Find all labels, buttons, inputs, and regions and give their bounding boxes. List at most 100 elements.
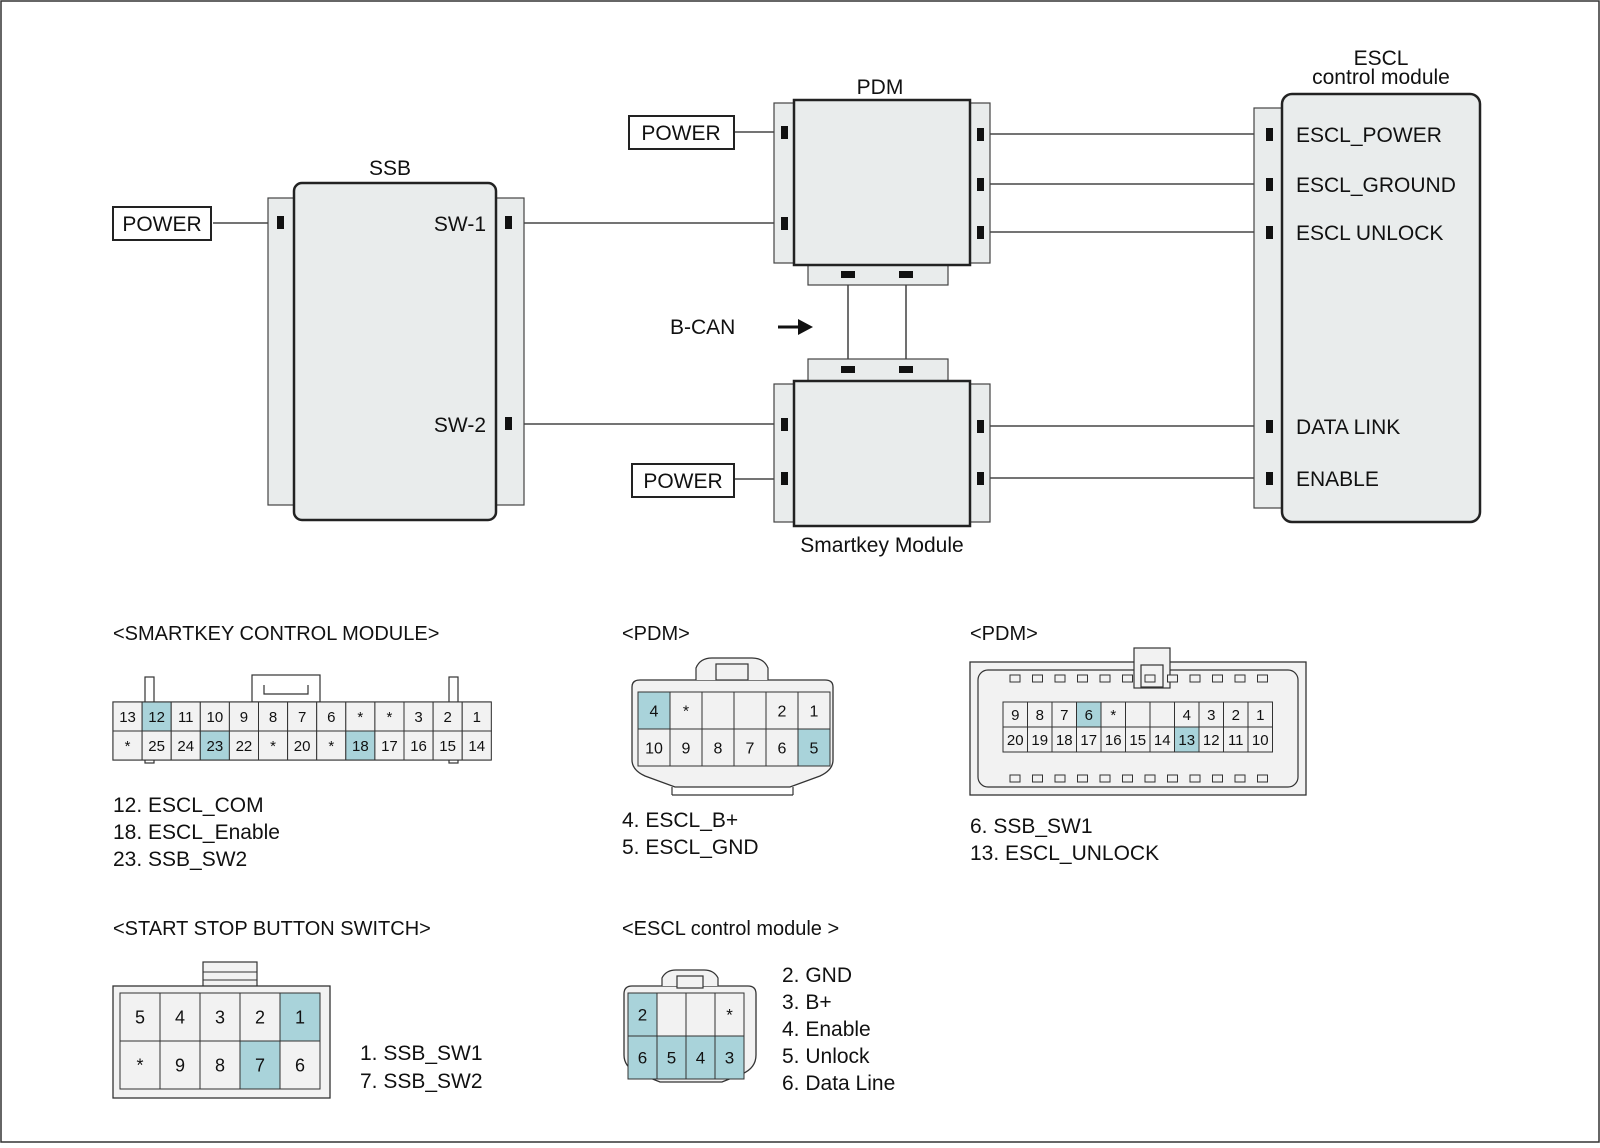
pin-cell (685, 1035, 716, 1080)
pin-cell (765, 728, 799, 767)
ssb-body (292, 181, 498, 522)
escl-pin-unlock (1266, 226, 1273, 239)
pin-cell (1174, 726, 1200, 753)
pin-cell (141, 730, 172, 761)
connector-tooth (1212, 774, 1223, 783)
ssb-pin-sw1 (505, 216, 512, 229)
pin-cell (461, 730, 492, 761)
pin-number: 8 (1036, 707, 1044, 724)
pin-number: 9 (682, 740, 691, 757)
connector-tooth (1054, 674, 1066, 683)
pin-cell (637, 691, 671, 730)
ssb-pin-power (277, 216, 284, 229)
pin-number: 9 (1011, 707, 1019, 724)
ssb-connector-right (493, 197, 525, 506)
escl-connector-left (1253, 107, 1283, 509)
smartkey-title: Smartkey Module (800, 534, 963, 557)
smartkey-power-box (631, 463, 735, 498)
connector-tooth (1144, 674, 1156, 683)
pin-cell (199, 1040, 241, 1090)
escl-label-data-link: DATA LINK (1296, 416, 1400, 439)
pin-cell (374, 730, 405, 761)
pin-number: 20 (294, 738, 311, 755)
escl-title-2: control module (1312, 66, 1450, 89)
pdm-title: PDM (857, 76, 904, 99)
pin-cell (627, 1035, 658, 1080)
escl-title-1: ESCL (1354, 47, 1409, 70)
pin-number: 16 (1105, 732, 1122, 749)
pin-number: 9 (175, 1055, 185, 1075)
pin-number: * (1110, 707, 1116, 724)
pin-number: 2 (443, 709, 451, 726)
pin-number: 15 (439, 738, 456, 755)
pdm-power-label: POWER (641, 122, 720, 145)
escl-connector-title: <ESCL control module > (622, 918, 839, 940)
pin-number: 20 (1007, 732, 1024, 749)
escl-label-power: ESCL_POWER (1296, 124, 1442, 147)
pdm-module: PDM POWER (628, 76, 991, 286)
pin-cell (733, 728, 767, 767)
pin-number: 3 (725, 1049, 734, 1068)
pdm-b-title: <PDM> (970, 623, 1038, 645)
connector-tooth (1257, 674, 1268, 683)
pdm-b-legend-1: 6. SSB_SW1 (970, 815, 1093, 838)
pin-cell (403, 730, 434, 761)
pdm-pin-can-1 (841, 271, 855, 278)
pin-cell (228, 701, 259, 732)
pin-cell (656, 1035, 687, 1080)
pin-number: 15 (1129, 732, 1146, 749)
pin-number: 2 (255, 1007, 265, 1027)
pin-number: 1 (1256, 707, 1264, 724)
pdm-a-title: <PDM> (622, 623, 690, 645)
pin-number: 4 (1183, 707, 1191, 724)
pin-cell (714, 992, 745, 1037)
pin-cell (432, 730, 463, 761)
pin-number: 7 (255, 1055, 265, 1075)
pin-number: 17 (1080, 732, 1097, 749)
pin-cell (170, 730, 201, 761)
ssb-module: SSB SW-1 SW-2 POWER (112, 157, 525, 522)
pin-number: 5 (667, 1049, 676, 1068)
pin-number: 16 (410, 738, 427, 755)
connector-tooth (1189, 774, 1201, 783)
connector-tooth (1099, 774, 1111, 783)
smartkey-legend-1: 12. ESCL_COM (113, 794, 264, 817)
pdm-pin-escl-unlock (977, 226, 984, 239)
escl-pin-data-link (1266, 420, 1273, 433)
pin-number: * (270, 738, 276, 755)
smartkey-connector-title: <SMARTKEY CONTROL MODULE> (113, 623, 439, 645)
pin-cell (685, 992, 716, 1037)
pin-number: 17 (381, 738, 398, 755)
escl-module: ESCL control module ESCL_POWER ESCL_GROU… (1253, 47, 1482, 524)
smartkey-pin-power (781, 472, 788, 485)
pin-cell (1174, 701, 1200, 728)
ssb-pin-sw2 (505, 417, 512, 430)
connector-tooth (1257, 774, 1268, 783)
pin-cell (258, 730, 289, 761)
pin-number: 7 (298, 709, 306, 726)
connector-tooth (1077, 674, 1088, 683)
pin-cell (1247, 726, 1273, 753)
pin-cell (461, 701, 492, 732)
pin-cell (345, 730, 376, 761)
pin-number: * (726, 1006, 733, 1025)
pdm-b-teeth (1009, 674, 1268, 783)
pdm-a-legend-2: 5. ESCL_GND (622, 836, 759, 859)
smartkey-legend-3: 23. SSB_SW2 (113, 848, 247, 871)
pdm-b-legend-2: 13. ESCL_UNLOCK (970, 842, 1159, 865)
connector-tooth (1054, 774, 1066, 783)
pin-cell (1125, 701, 1151, 728)
pin-number: 2 (778, 703, 787, 720)
pin-cell (159, 1040, 201, 1090)
pdm-pin-sw1 (781, 217, 788, 230)
pin-number: 8 (714, 740, 723, 757)
pin-number: 10 (207, 709, 224, 726)
pdm-pin-escl-ground (977, 178, 984, 191)
pin-number: 3 (1207, 707, 1215, 724)
escl-legend-1: 2. GND (782, 964, 852, 987)
smartkey-connector-top (807, 358, 949, 382)
connector-tooth (1234, 774, 1246, 783)
